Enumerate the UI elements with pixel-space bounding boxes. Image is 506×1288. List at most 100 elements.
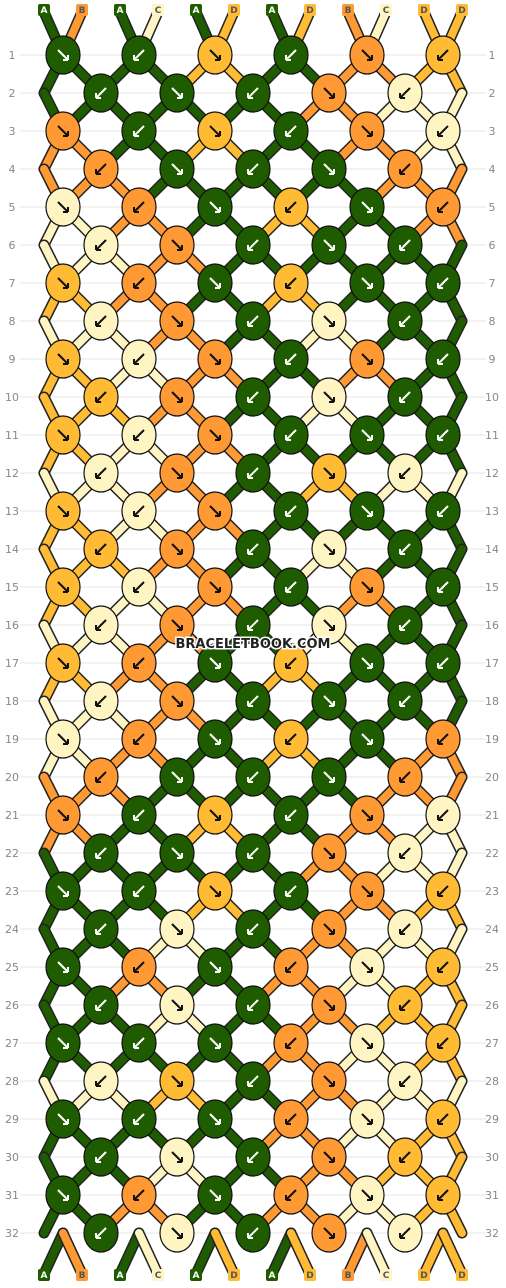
- bottom-strand-stub: [287, 1229, 314, 1278]
- arrow-icon: [437, 505, 449, 517]
- row-number-right: 27: [485, 1037, 499, 1050]
- strand-label-top: B: [345, 6, 352, 16]
- strand-label-top-chip: [418, 4, 430, 16]
- row-number-right: 1: [489, 49, 496, 62]
- arrow-icon: [209, 1189, 221, 1201]
- arrow-icon: [57, 505, 69, 517]
- row-number-left: 8: [9, 315, 16, 328]
- arrow-head-icon: [329, 853, 335, 859]
- knot: [235, 377, 271, 417]
- arrow-icon: [361, 277, 373, 289]
- strand-label-top: D: [306, 6, 313, 16]
- arrow-icon: [285, 733, 297, 745]
- arrow-icon: [323, 315, 335, 327]
- arrow-icon: [399, 1075, 411, 1087]
- strand-label-top-chip: [190, 4, 202, 16]
- knot: [45, 719, 81, 759]
- strand-label-top: A: [269, 6, 276, 16]
- arrow-head-icon: [329, 625, 335, 631]
- arrow-head-icon: [367, 55, 373, 61]
- arrow-icon: [361, 809, 373, 821]
- arrow-head-icon: [133, 891, 139, 897]
- knot: [83, 529, 119, 569]
- arrow-head-icon: [177, 929, 183, 935]
- arrow-icon: [361, 429, 373, 441]
- arrow-icon: [133, 353, 145, 365]
- arrow-head-icon: [63, 359, 69, 365]
- arrow-icon: [209, 809, 221, 821]
- knot: [45, 263, 81, 303]
- arrow-head-icon: [133, 967, 139, 973]
- knot: [273, 111, 309, 151]
- arrow-icon: [399, 847, 411, 859]
- row-number-left: 5: [9, 201, 16, 214]
- strand-label-top-chip: [114, 4, 126, 16]
- knot: [235, 529, 271, 569]
- strand-label-bottom-chip: [418, 1269, 430, 1281]
- knot: [45, 795, 81, 835]
- arrow-icon: [95, 1075, 107, 1087]
- arrow-icon: [285, 581, 297, 593]
- arrow-head-icon: [215, 663, 221, 669]
- arrow-head-icon: [133, 435, 139, 441]
- knot: [83, 605, 119, 645]
- arrow-icon: [399, 315, 411, 327]
- knot: [311, 833, 347, 873]
- knot: [273, 1099, 309, 1139]
- arrow-icon: [285, 961, 297, 973]
- knot: [235, 73, 271, 113]
- arrow-head-icon: [367, 815, 373, 821]
- knot: [273, 1175, 309, 1215]
- arrow-head-icon: [437, 739, 443, 745]
- arrow-icon: [437, 353, 449, 365]
- arrow-head-icon: [247, 1157, 253, 1163]
- knot: [45, 491, 81, 531]
- arrow-head-icon: [215, 891, 221, 897]
- knot: [159, 377, 195, 417]
- arrow-head-icon: [329, 549, 335, 555]
- row-number-right: 15: [485, 581, 499, 594]
- arrow-head-icon: [285, 967, 291, 973]
- arrow-head-icon: [63, 283, 69, 289]
- knot: [425, 187, 461, 227]
- knot: [311, 73, 347, 113]
- bottom-strand-stub: [420, 1229, 447, 1278]
- row-number-right: 23: [485, 885, 499, 898]
- arrow-icon: [437, 581, 449, 593]
- row-number-left: 13: [5, 505, 19, 518]
- strand-label-top: D: [458, 6, 465, 16]
- knot: [83, 73, 119, 113]
- arrow-head-icon: [133, 55, 139, 61]
- arrow-head-icon: [177, 1081, 183, 1087]
- arrow-icon: [437, 733, 449, 745]
- knot: [235, 605, 271, 645]
- knot: [235, 225, 271, 265]
- knot: [273, 795, 309, 835]
- arrow-icon: [95, 543, 107, 555]
- arrow-icon: [209, 657, 221, 669]
- knot: [121, 947, 157, 987]
- row-number-left: 27: [5, 1037, 19, 1050]
- arrow-icon: [57, 657, 69, 669]
- knot-grid: [45, 35, 461, 1253]
- knot: [45, 1023, 81, 1063]
- row-number-right: 19: [485, 733, 499, 746]
- knot: [349, 1175, 385, 1215]
- arrow-head-icon: [215, 55, 221, 61]
- arrow-icon: [285, 429, 297, 441]
- row-number-right: 21: [485, 809, 499, 822]
- arrow-icon: [437, 1113, 449, 1125]
- arrow-head-icon: [437, 359, 443, 365]
- arrow-icon: [209, 581, 221, 593]
- knot: [121, 1099, 157, 1139]
- knot: [425, 111, 461, 151]
- knot: [387, 377, 423, 417]
- strand-label-top-chip: [228, 4, 240, 16]
- arrow-icon: [133, 961, 145, 973]
- knot: [273, 947, 309, 987]
- arrow-icon: [323, 999, 335, 1011]
- knot: [235, 301, 271, 341]
- knot: [349, 567, 385, 607]
- arrow-head-icon: [63, 511, 69, 517]
- strand-label-top-chip: [266, 4, 278, 16]
